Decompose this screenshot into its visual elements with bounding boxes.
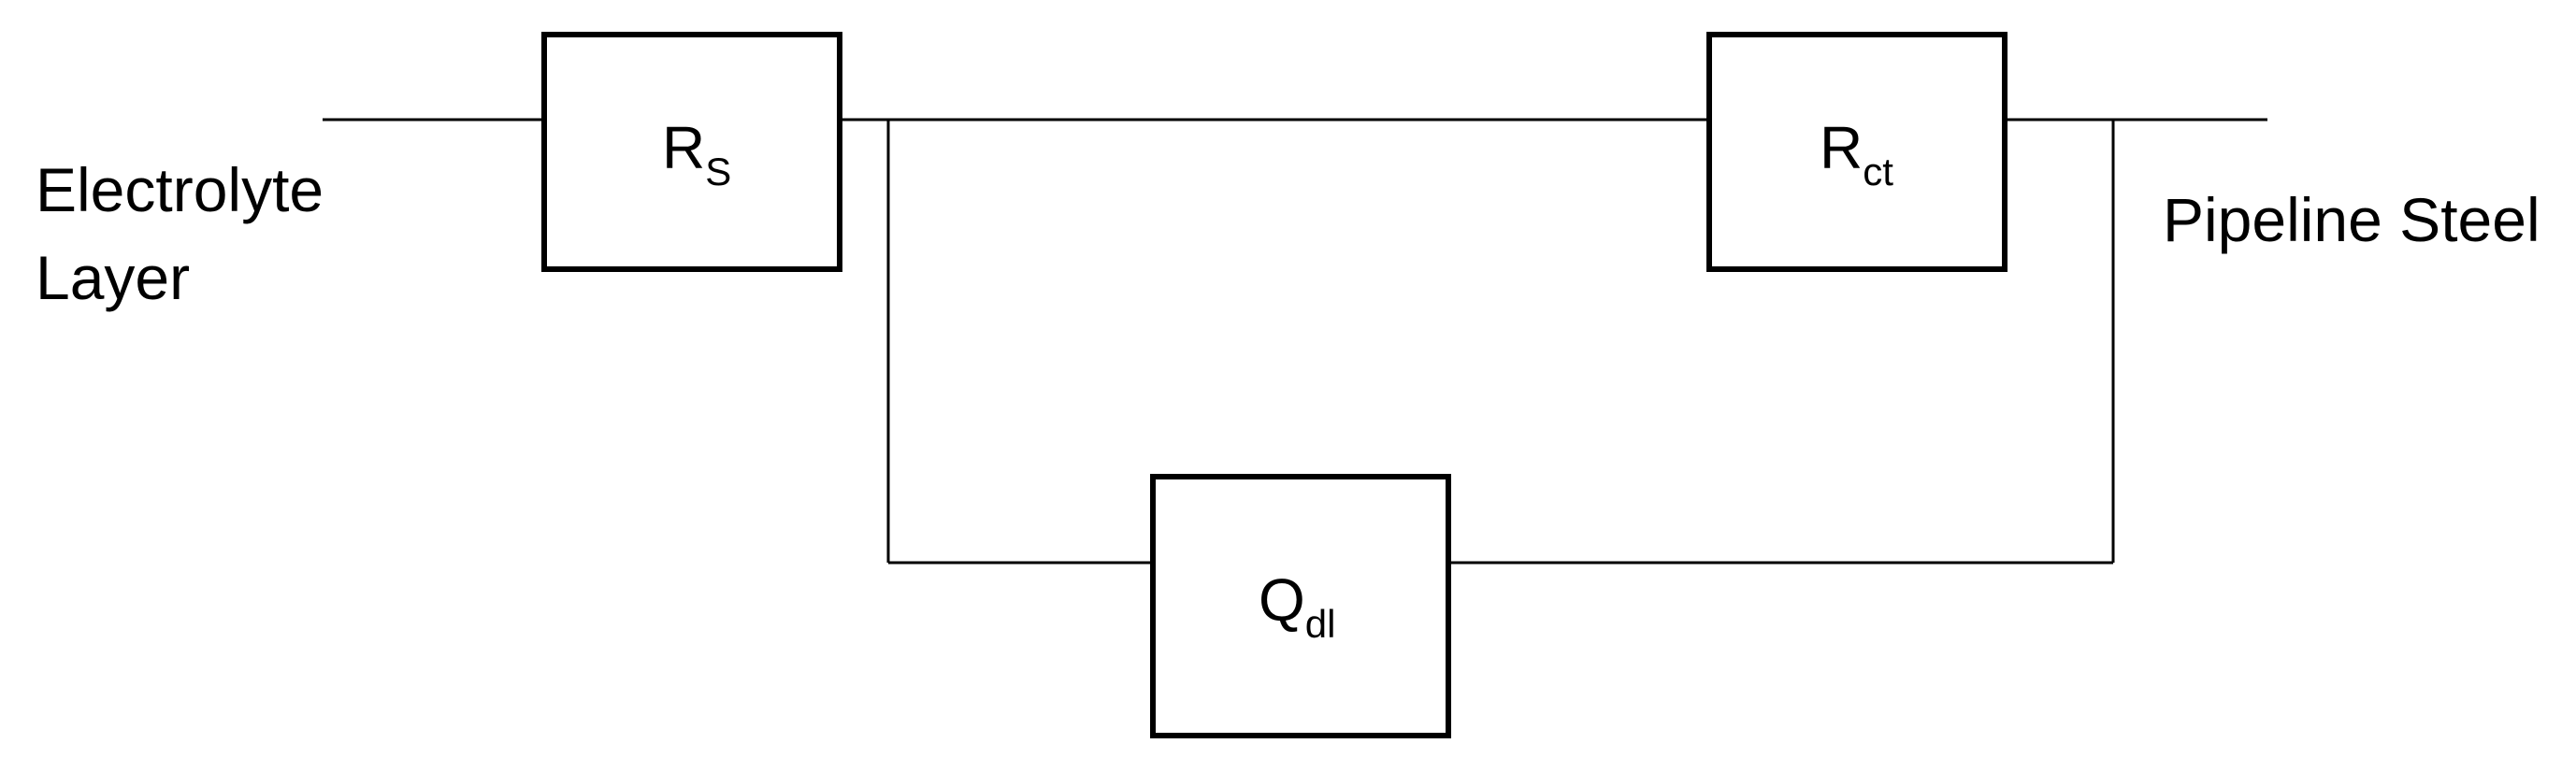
- rs-label-main: R: [662, 114, 705, 181]
- qdl-label: Qdl: [1259, 566, 1335, 646]
- rs-label: RS: [662, 114, 731, 193]
- rct-label: Rct: [1820, 114, 1893, 193]
- electrolyte-label: Electrolyte: [36, 155, 324, 224]
- rct-label-main: R: [1820, 114, 1863, 181]
- rct-resistor-box: [1706, 32, 2008, 272]
- qdl-cpe-box: [1150, 474, 1451, 738]
- circuit-wires: [323, 118, 2267, 565]
- rct-label-sub: ct: [1863, 150, 1893, 193]
- pipeline-steel-label: Pipeline Steel: [2163, 185, 2540, 254]
- qdl-label-main: Q: [1259, 566, 1305, 634]
- qdl-label-sub: dl: [1305, 602, 1336, 646]
- rs-resistor-box: [541, 32, 842, 272]
- rs-label-sub: S: [705, 150, 731, 193]
- layer-label: Layer: [36, 243, 190, 312]
